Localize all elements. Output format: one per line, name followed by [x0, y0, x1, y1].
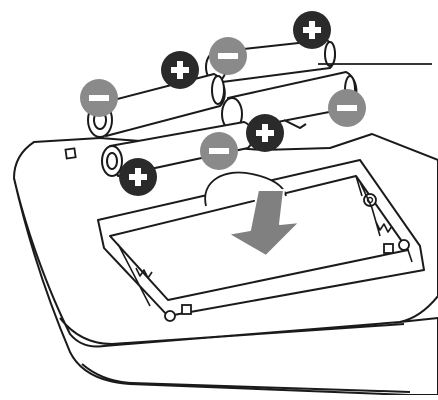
square-right [383, 243, 394, 254]
hole-right [398, 239, 410, 251]
device-base-line [81, 363, 411, 393]
plus-badge-1 [293, 11, 331, 49]
plus-badge-2 [161, 51, 199, 89]
polarity-badges [80, 11, 366, 196]
minus-badge-2 [80, 79, 118, 117]
hole-bottom-left [164, 310, 176, 322]
square-bottom-left [181, 304, 192, 315]
minus-badge-4 [200, 132, 238, 170]
minus-badge-1 [209, 37, 247, 75]
plus-badge-3 [246, 114, 284, 152]
insert-arrow [227, 189, 301, 257]
compartment-inner-wall [117, 175, 413, 307]
spring-contact-left [135, 267, 153, 279]
device-small-square-left [64, 147, 77, 160]
contact-wire-right [359, 181, 381, 237]
plus-badge-4 [119, 158, 157, 196]
minus-badge-3 [328, 89, 366, 127]
device-rim-line [59, 317, 405, 345]
compartment-fixtures [164, 239, 410, 322]
spring-contact-right [375, 221, 393, 233]
